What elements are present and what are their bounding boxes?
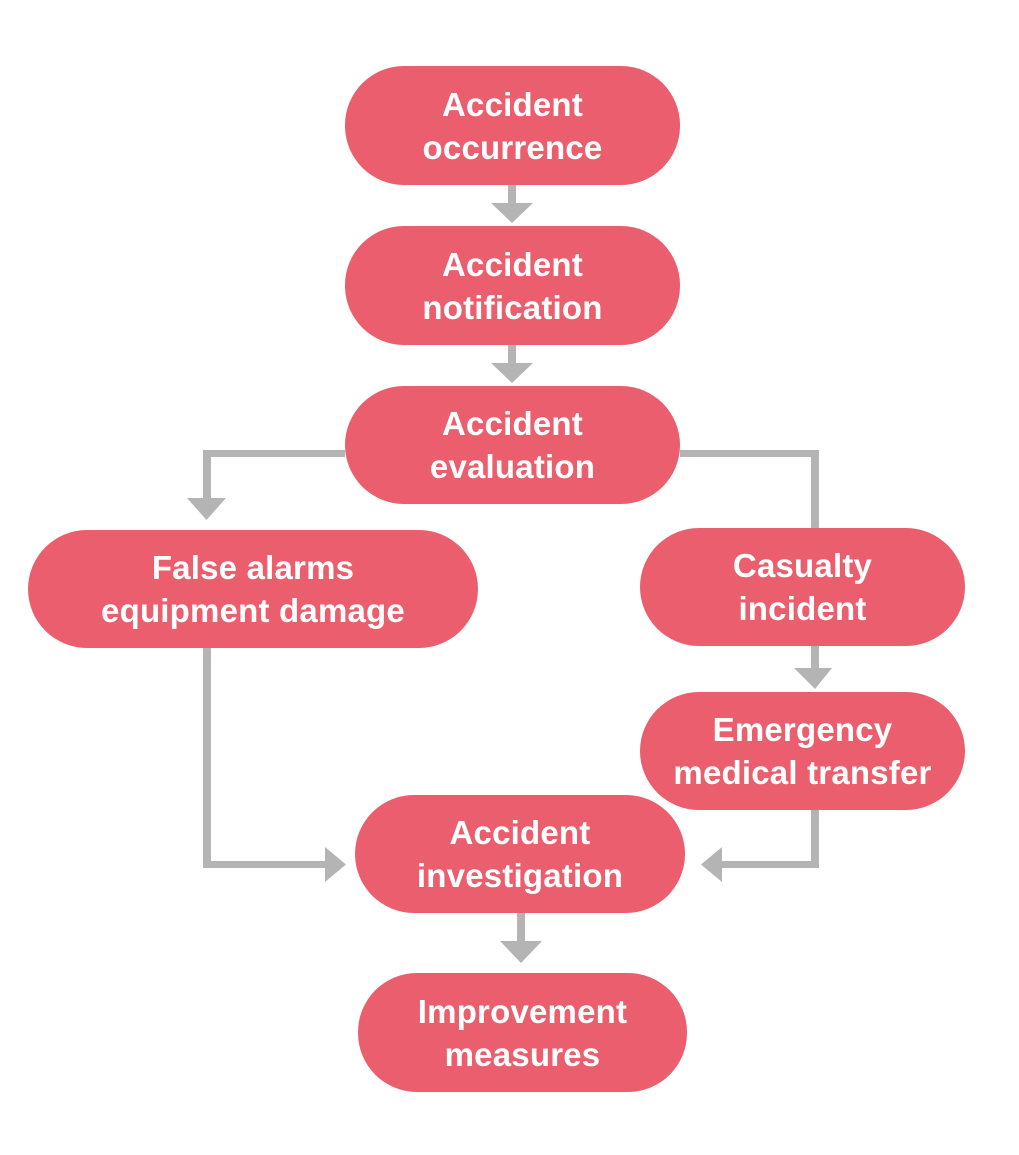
arrow-occurrence-to-notification	[491, 185, 533, 223]
arrow-notification-to-evaluation	[491, 345, 533, 383]
node-label-line: incident	[738, 590, 867, 627]
node-accident-notification: Accident notification	[345, 226, 680, 345]
node-label-line: measures	[444, 1035, 601, 1073]
connector-evaluation-to-casualty	[680, 450, 819, 532]
arrow-investigation-to-improvement	[500, 913, 542, 963]
node-accident-evaluation: Accident evaluation	[345, 386, 680, 504]
arrow-evaluation-to-false-alarms	[187, 450, 345, 520]
arrow-emergency-to-investigation	[701, 810, 819, 882]
node-label-line: Improvement	[417, 992, 628, 1030]
node-accident-occurrence: Accident occurrence	[345, 66, 680, 185]
node-label-line: medical transfer	[673, 754, 932, 791]
node-label-line: equipment damage	[101, 592, 405, 629]
node-improvement-measures: Improvement measures	[358, 973, 687, 1092]
node-casualty-incident: Casualty incident	[640, 528, 965, 646]
node-label-line: notification	[422, 288, 603, 326]
arrow-casualty-to-emergency	[794, 646, 832, 689]
node-label-line: Casualty	[732, 547, 873, 584]
node-label-line: Accident	[442, 405, 583, 442]
arrow-false-alarms-to-investigation	[203, 648, 346, 882]
node-label-line: Emergency	[712, 711, 893, 748]
node-accident-investigation: Accident investigation	[355, 795, 685, 913]
node-emergency-medical-transfer: Emergency medical transfer	[640, 692, 965, 810]
node-label-line: investigation	[416, 857, 624, 894]
node-label-line: False alarms	[151, 549, 355, 586]
node-false-alarms-equipment-damage: False alarms equipment damage	[28, 530, 478, 648]
node-label-line: Accident	[442, 85, 583, 123]
node-label-line: Accident	[442, 245, 583, 283]
node-label-line: evaluation	[429, 448, 596, 485]
node-label-line: occurrence	[422, 128, 603, 166]
node-label-line: Accident	[449, 814, 591, 851]
